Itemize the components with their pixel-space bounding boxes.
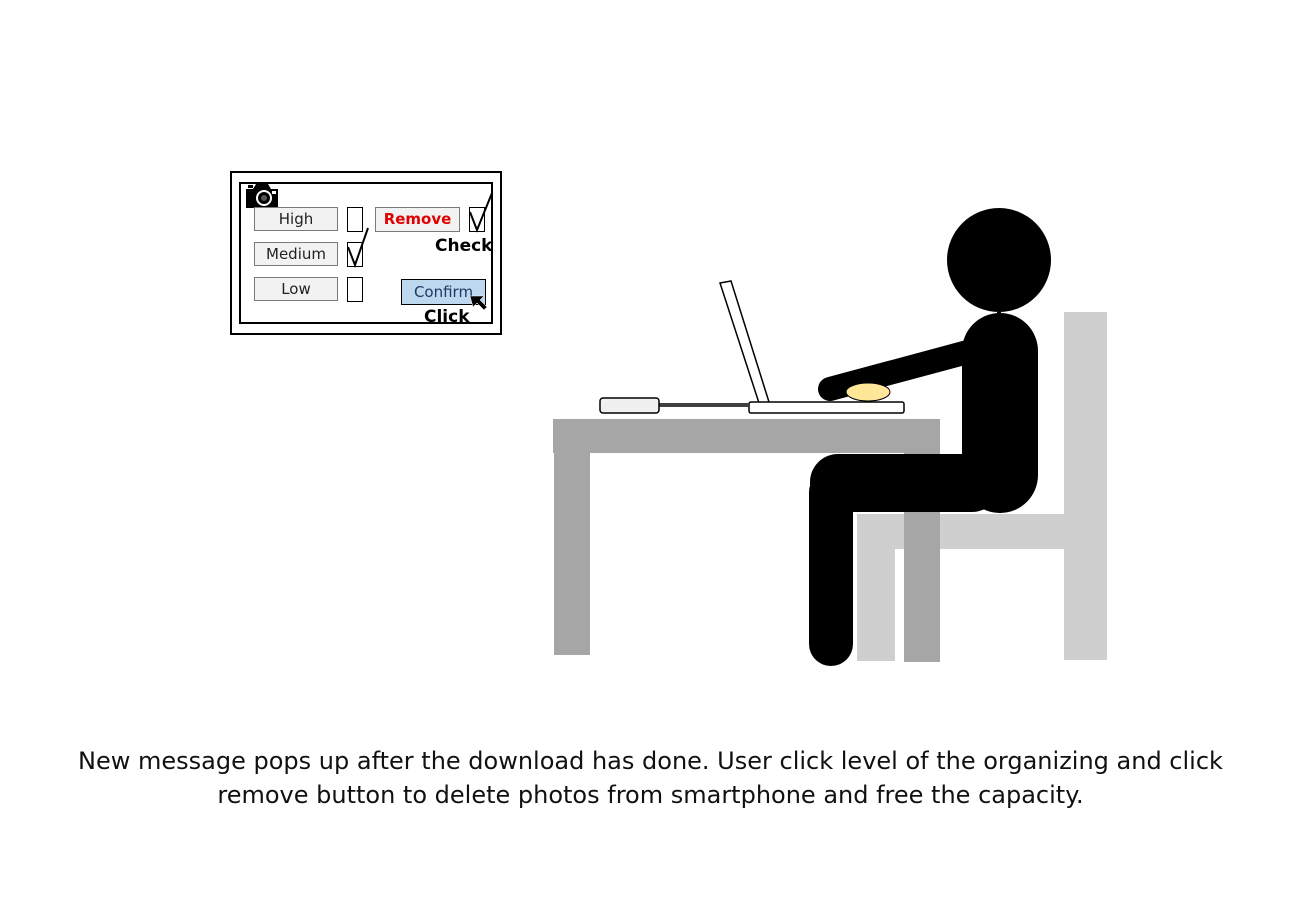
caption-line-1: New message pops up after the download h… — [78, 747, 1223, 775]
smartphone — [599, 397, 660, 414]
dialog-frame — [239, 182, 493, 324]
desk — [553, 419, 940, 662]
caption-line-2: remove button to delete photos from smar… — [217, 781, 1084, 809]
check-annotation: Check — [435, 236, 493, 256]
caption: New message pops up after the download h… — [40, 744, 1261, 812]
chair — [857, 312, 1107, 661]
person — [809, 208, 1051, 666]
remove-button[interactable]: Remove — [375, 207, 460, 232]
level-medium-button[interactable]: Medium — [254, 242, 338, 266]
level-low-checkbox[interactable] — [347, 277, 363, 302]
mouse-icon — [845, 382, 891, 402]
click-annotation: Click — [424, 307, 470, 327]
camera-icon — [246, 184, 278, 208]
level-high-button[interactable]: High — [254, 207, 338, 231]
level-low-button[interactable]: Low — [254, 277, 338, 301]
laptop — [719, 280, 905, 414]
